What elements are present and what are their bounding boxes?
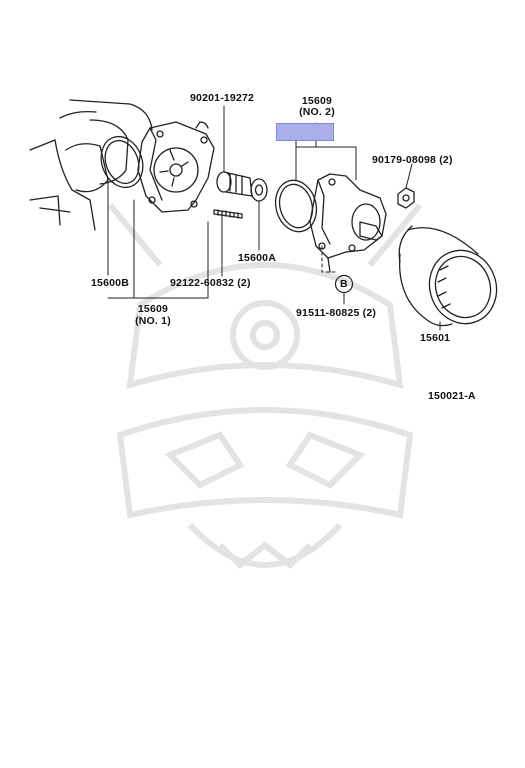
o-ring <box>274 179 318 233</box>
label-15600a: 15600A <box>238 252 276 264</box>
marker-b-letter: B <box>340 278 348 290</box>
label-15609-no2-number: 15609 <box>301 95 333 107</box>
engine-block-section <box>29 99 153 231</box>
label-15609-no2-sub: (NO. 2) <box>299 106 335 118</box>
label-15609-no1-sub: (NO. 1) <box>135 315 171 327</box>
label-15600b: 15600B <box>91 277 129 289</box>
flange-nut <box>397 187 415 209</box>
oil-filter <box>398 225 498 327</box>
bracket-no1 <box>137 121 215 213</box>
stud-bolt <box>213 209 243 219</box>
label-91511-80825: 91511-80825 (2) <box>296 307 377 319</box>
label-15609-no1-number: 15609 <box>137 303 169 315</box>
label-90201-19272: 90201-19272 <box>190 92 255 104</box>
highlight-box <box>276 123 334 141</box>
label-92122-60832: 92122-60832 (2) <box>170 277 251 289</box>
washer-15600a <box>250 178 268 202</box>
bracket-no2 <box>309 173 387 273</box>
watermark-logo <box>107 203 423 570</box>
label-15601: 15601 <box>420 332 451 344</box>
label-90179-08098: 90179-08098 (2) <box>372 154 453 166</box>
leader-lines <box>107 105 441 331</box>
diagram-reference-code: 150021-A <box>428 390 476 402</box>
gasket-15600b <box>100 135 144 189</box>
marker-b-circle <box>334 274 354 294</box>
union-bolt <box>216 171 253 197</box>
